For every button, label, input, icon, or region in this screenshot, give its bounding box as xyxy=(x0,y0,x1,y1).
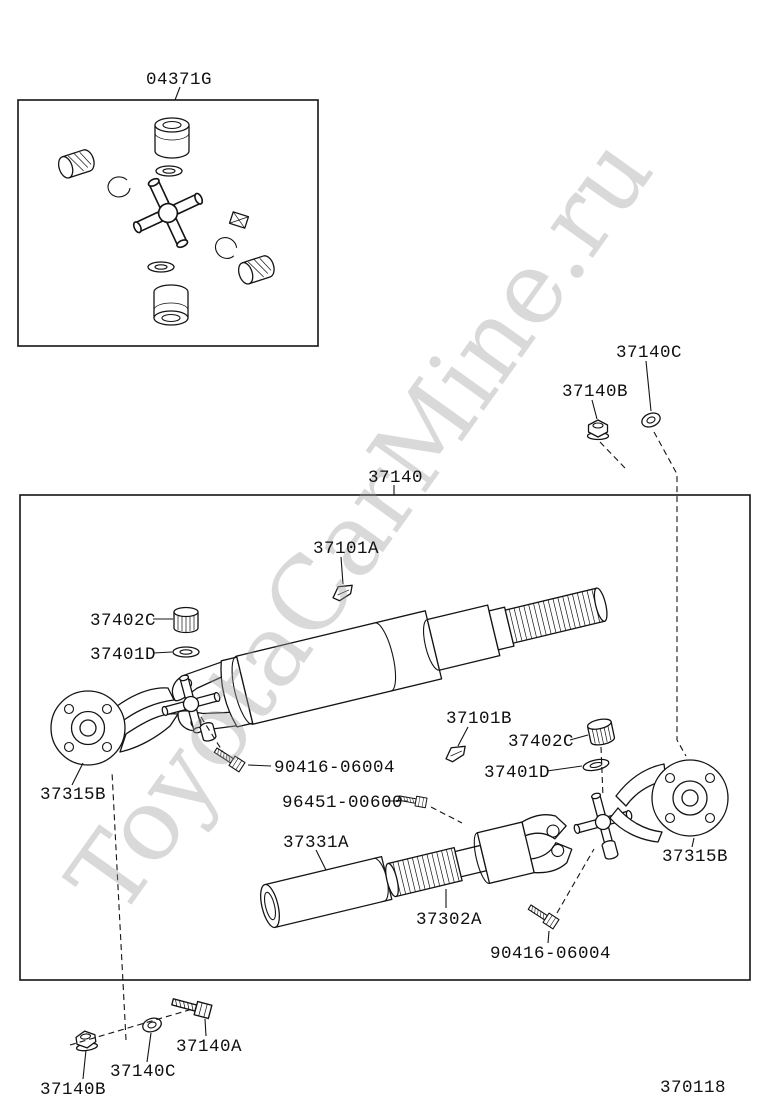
assembly-dash-lines xyxy=(69,431,687,1046)
bearing-cup-left xyxy=(55,147,98,181)
callout-37401D-upper: 37401D xyxy=(90,645,156,665)
callout-37140C-top: 37140C xyxy=(616,343,682,363)
nut-37140B-bottom xyxy=(73,1028,99,1053)
callout-37140: 37140 xyxy=(368,468,423,488)
page-code: 370118 xyxy=(660,1078,726,1098)
sleeve-tube-37331A xyxy=(260,855,393,929)
leader-lines xyxy=(71,86,695,1080)
grease-fitting xyxy=(228,211,250,229)
thrust-washer xyxy=(155,165,183,177)
nut-37140B-top xyxy=(586,419,610,441)
callout-37302A: 37302A xyxy=(416,910,482,930)
upper-propeller-shaft xyxy=(171,587,608,732)
callout-90416-upper: 90416-06004 xyxy=(274,758,395,778)
kit-box xyxy=(17,99,319,347)
callouts: 04371G 37140C 37140B 37140 37101A 37402C… xyxy=(40,70,728,1100)
callout-37101A: 37101A xyxy=(313,539,379,559)
balance-weight-37101B xyxy=(443,744,469,764)
bearing-cup-right xyxy=(235,253,278,287)
callout-37140A: 37140A xyxy=(176,1037,242,1057)
callout-37140B-bottom: 37140B xyxy=(40,1080,106,1100)
bearing-cup-lower-joint xyxy=(601,840,619,860)
callout-37101B: 37101B xyxy=(446,709,512,729)
callout-37401D-lower: 37401D xyxy=(484,763,550,783)
callout-37140C-bottom: 37140C xyxy=(110,1062,176,1082)
flange-yoke-left xyxy=(50,687,179,766)
assembly-box xyxy=(19,494,751,981)
callout-04371G: 04371G xyxy=(146,70,212,90)
bolt-37140A xyxy=(170,994,213,1020)
thrust-washer xyxy=(147,261,175,273)
callout-37140B-top: 37140B xyxy=(562,382,628,402)
bolt-90416-lower xyxy=(526,901,560,930)
bearing-cup-bottom xyxy=(153,284,189,326)
callout-37315B-left: 37315B xyxy=(40,785,106,805)
callout-96451: 96451-00600 xyxy=(282,793,403,813)
callout-37315B-right: 37315B xyxy=(662,847,728,867)
snap-ring xyxy=(107,176,131,198)
dust-cap-upper-37402C xyxy=(173,606,199,634)
callout-37402C-upper: 37402C xyxy=(90,611,156,631)
callout-37331A: 37331A xyxy=(283,833,349,853)
callout-37402C-lower: 37402C xyxy=(508,732,574,752)
flange-yoke-right xyxy=(609,759,729,843)
spider-cross xyxy=(118,163,218,263)
snap-ring xyxy=(210,232,242,264)
dust-cap-lower-37402C xyxy=(586,716,616,748)
washer-lower-37401D xyxy=(581,756,611,774)
callout-90416-lower: 90416-06004 xyxy=(490,944,611,964)
lower-shaft-37302A xyxy=(385,814,573,898)
washer-37140C-top xyxy=(639,409,663,431)
bearing-cup-top xyxy=(154,117,190,159)
kit-exploded-parts xyxy=(55,117,278,326)
